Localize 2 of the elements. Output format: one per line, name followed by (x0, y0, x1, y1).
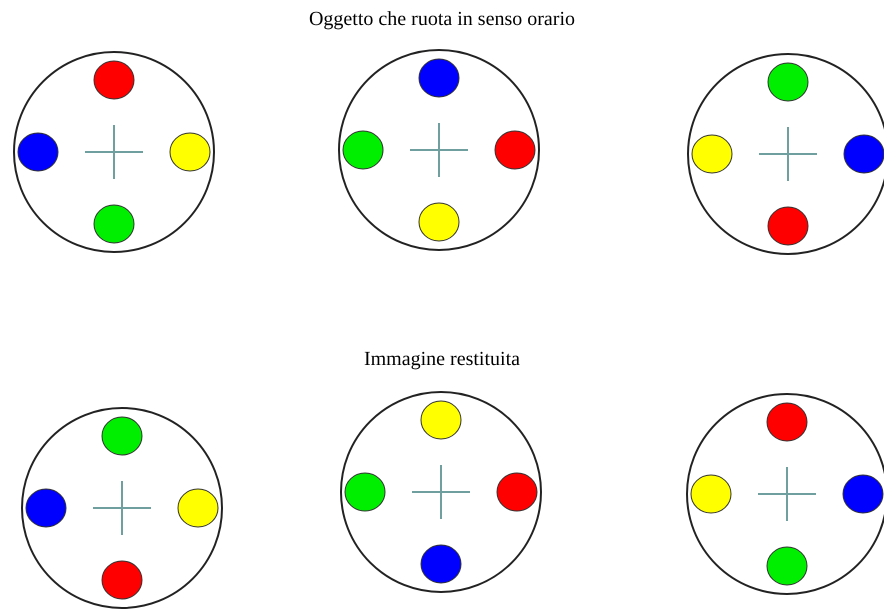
heading-text: Immagine restituita (364, 347, 520, 372)
heading-text: Oggetto che ruota in senso orario (308, 7, 576, 32)
